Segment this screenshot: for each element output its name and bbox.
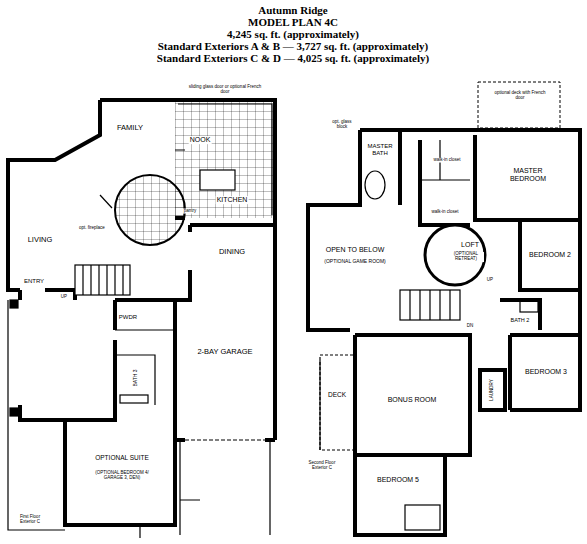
room-label: opt. glass block (326, 120, 358, 130)
subtitle: 4,245 sq. ft. (approximately) (227, 28, 359, 40)
room-label: DECK (327, 391, 347, 398)
room-label: KITCHEN (216, 196, 249, 204)
room-label: BEDROOM 3 (524, 368, 568, 376)
room-label: BEDROOM 5 (376, 476, 420, 484)
room-label: First Floor Exterior C (14, 515, 46, 525)
room-label: BATH 2 (510, 317, 531, 323)
room-label: Second Floor Exterior C (301, 461, 343, 471)
room-label: LAUNDRY (490, 378, 495, 401)
room-label: (OPTIONAL BEDROOM 4/ GARAGE 3, DEN) (91, 471, 153, 481)
room-label: LIVING (27, 236, 54, 244)
subtitle: MODEL PLAN 4C (248, 16, 338, 28)
plan-title: Autumn Ridge (258, 4, 327, 16)
room-label: walk-in closet (424, 210, 466, 215)
room-label: UP (60, 295, 68, 300)
room-label: UP (486, 278, 494, 283)
room-label: PWDR (118, 314, 138, 321)
room-label: LOFT (460, 241, 480, 249)
room-label: MASTER BATH (364, 143, 396, 156)
room-label: 2-BAY GARAGE (196, 348, 253, 356)
room-label: BATH 3 (133, 368, 139, 387)
room-label: FAMILY (116, 124, 144, 132)
room-label: sliding glass door or optional French do… (184, 85, 266, 95)
room-label: OPEN TO BELOW (325, 246, 385, 254)
room-label: opt. fireplace (76, 226, 108, 231)
subtitle: Standard Exteriors C & D — 4,025 sq. ft.… (157, 52, 429, 64)
room-label: NOOK (189, 136, 212, 144)
room-label: MASTER BEDROOM (505, 167, 552, 182)
room-label: (OPTIONAL GAME ROOM) (323, 259, 386, 265)
room-label: BEDROOM 2 (528, 251, 572, 259)
room-label: DN (466, 324, 475, 329)
room-label: walk-in closet (431, 158, 463, 163)
room-label: optional deck with French door (489, 91, 551, 101)
room-label: OPTIONAL SUITE (94, 454, 150, 461)
room-label: BONUS ROOM (387, 396, 438, 404)
room-label: (OPTIONAL RETREAT) (448, 252, 484, 262)
room-label: ENTRY (23, 278, 45, 285)
subtitle: Standard Exteriors A & B — 3,727 sq. ft.… (158, 40, 429, 52)
room-label: pantry (183, 209, 198, 214)
room-label: DINING (218, 248, 246, 256)
